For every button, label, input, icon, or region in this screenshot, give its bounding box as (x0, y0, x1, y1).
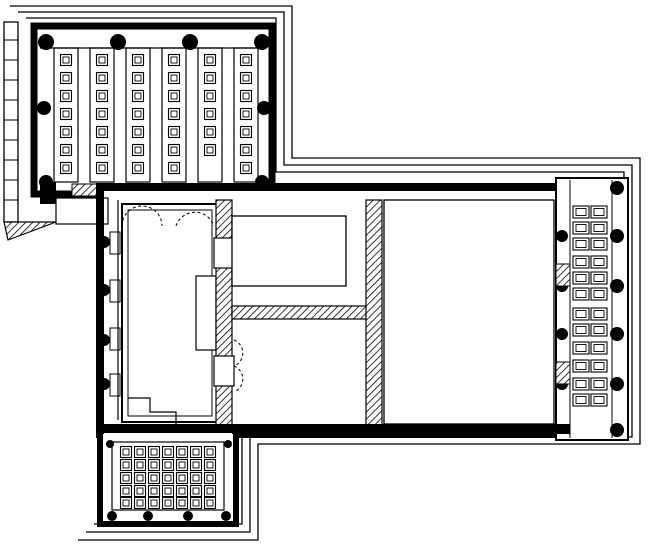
south-coffers (119, 445, 217, 510)
south-porch (97, 427, 239, 527)
wall-accents (40, 182, 570, 434)
south-columns (106, 440, 232, 521)
north-room (30, 22, 276, 198)
east-portico (555, 177, 629, 441)
east-hall (383, 199, 555, 425)
cella (121, 199, 235, 427)
west-steps (3, 21, 57, 241)
